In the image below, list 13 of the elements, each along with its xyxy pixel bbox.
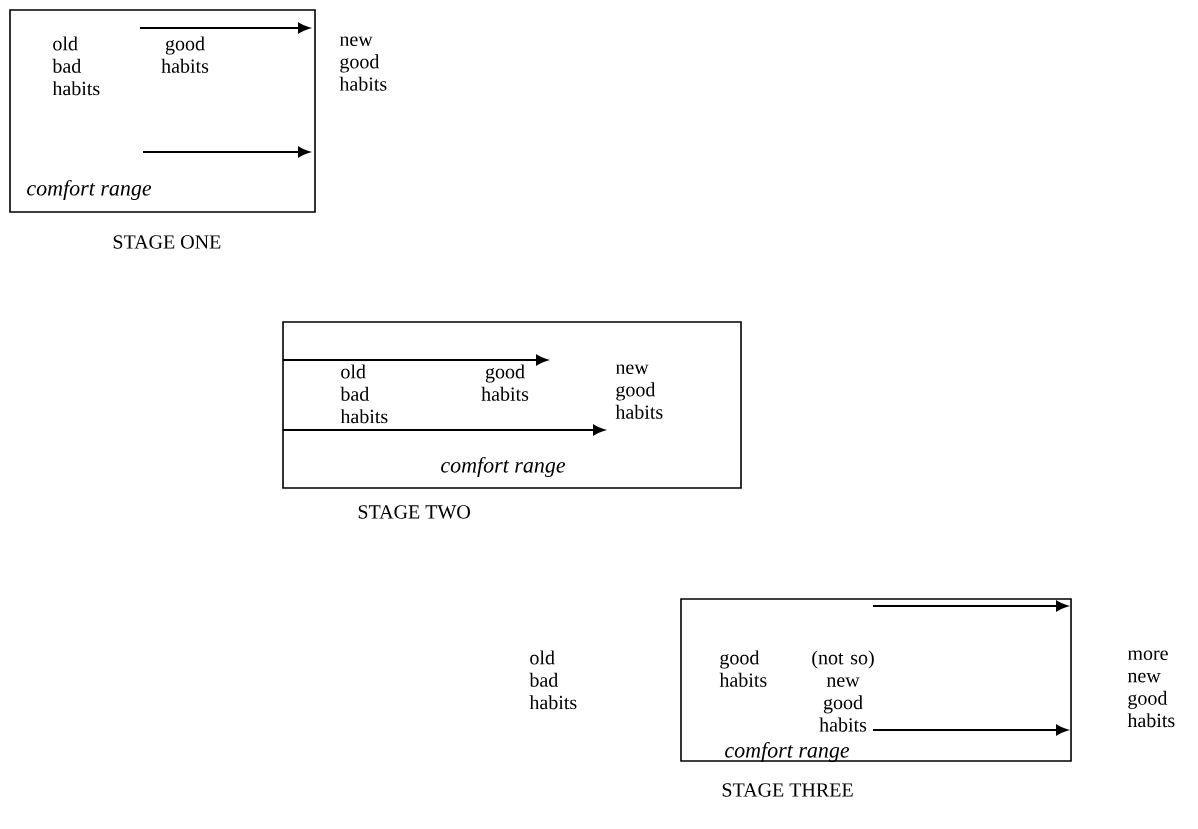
habit-label: good habits — [719, 650, 767, 687]
habit-label: new good habits — [615, 364, 663, 419]
habit-label: good habits — [481, 364, 529, 401]
stage-caption: STAGE TWO — [358, 505, 470, 519]
habit-label: (not so) new good habits — [812, 650, 874, 732]
habit-label: old bad habits — [340, 364, 388, 424]
habit-label: old bad habits — [529, 650, 577, 710]
habit-label: new good habits — [339, 36, 387, 91]
stage-caption: STAGE ONE — [113, 235, 221, 249]
habit-label: more new good habits — [1127, 650, 1175, 728]
habit-label: old bad habits — [52, 36, 100, 96]
stage-caption: STAGE THREE — [722, 783, 853, 797]
habit-label: good habits — [161, 36, 209, 73]
